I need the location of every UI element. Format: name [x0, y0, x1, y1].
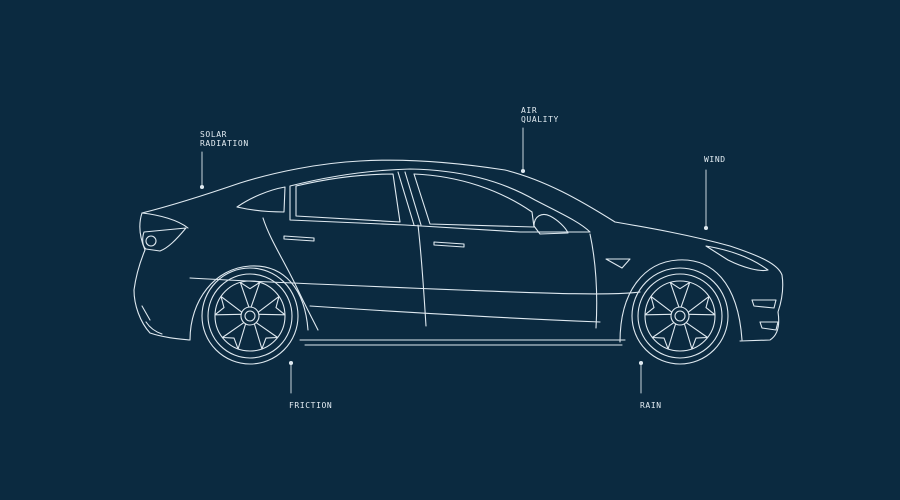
car-rear-outline — [133, 212, 191, 341]
window-frame — [289, 168, 591, 233]
rear-quarter-window — [236, 186, 286, 213]
taillight — [142, 227, 187, 252]
label-rain: RAIN — [640, 401, 662, 410]
wheel-spoke — [687, 295, 716, 316]
label-solar-radiation: SOLAR RADIATION — [200, 130, 249, 148]
label-rain-text: RAIN — [640, 401, 662, 410]
rear-bumper-detail — [141, 305, 163, 335]
side-mirror — [533, 213, 569, 235]
label-wind-text: WIND — [704, 155, 726, 164]
wheel-spoke — [644, 295, 673, 316]
wheel-spoke — [253, 322, 279, 350]
label-friction-text: FRICTION — [289, 401, 333, 410]
wheel-spoke — [651, 322, 677, 350]
label-air-line1: AIR — [521, 106, 538, 115]
door-seam-rear — [262, 217, 319, 331]
wheel-spoke — [214, 295, 243, 316]
wheel-spoke — [257, 295, 286, 316]
rear-door-window — [295, 173, 401, 223]
front-wheel-arch — [619, 259, 743, 343]
b-pillar — [397, 171, 422, 226]
wheel-spoke — [221, 322, 247, 350]
callout-leaders — [199, 127, 709, 394]
rear-wheel-arch — [189, 265, 309, 341]
car-rocker-line — [299, 339, 626, 346]
rear-door-handle — [283, 235, 315, 242]
label-wind: WIND — [704, 155, 726, 164]
wheel-spoke — [669, 281, 691, 308]
rear-wheel — [201, 267, 299, 365]
front-wheel — [631, 267, 729, 365]
lower-body-line — [309, 305, 601, 323]
wheel-spoke — [239, 281, 261, 308]
headlight — [705, 245, 769, 272]
label-air-line2: QUALITY — [521, 115, 559, 124]
label-solar-line2: RADIATION — [200, 139, 249, 148]
door-seam-front — [589, 233, 598, 329]
body-character-line — [189, 277, 641, 295]
side-repeater — [605, 258, 631, 269]
taillight-ring — [145, 235, 157, 247]
front-door-handle — [433, 241, 465, 248]
trunk-deck-line — [141, 212, 189, 229]
label-air-quality: AIR QUALITY — [521, 106, 559, 124]
label-solar-line1: SOLAR — [200, 130, 228, 139]
door-seam-center — [417, 224, 427, 327]
front-bumper-intake — [751, 299, 779, 331]
car-body-outline — [141, 159, 784, 342]
label-friction: FRICTION — [289, 401, 332, 410]
wheel-spoke — [683, 322, 709, 350]
front-door-window — [413, 173, 535, 228]
